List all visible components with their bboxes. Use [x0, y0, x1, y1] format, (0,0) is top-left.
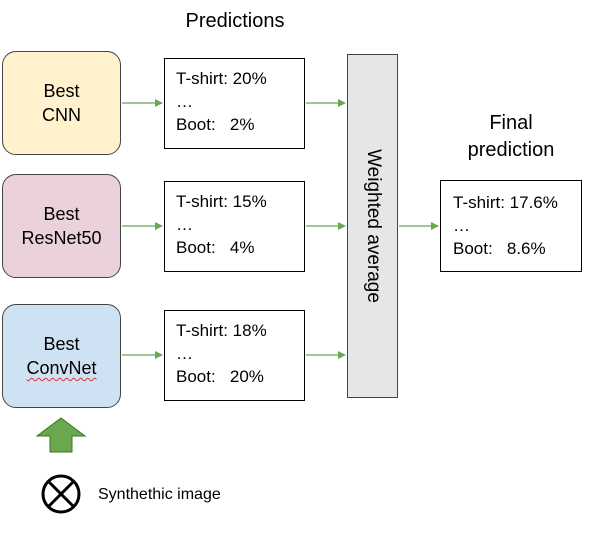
prediction-row-tshirt: T-shirt: 20%	[176, 69, 267, 88]
prediction-ellipsis: …	[176, 92, 193, 111]
prediction-row-tshirt: T-shirt: 18%	[176, 321, 267, 340]
final-title-line1: Final	[489, 112, 533, 134]
final-row-tshirt: T-shirt: 17.6%	[453, 193, 558, 212]
model-label-line1: Best	[43, 81, 80, 101]
prediction-ellipsis: …	[176, 344, 193, 363]
prediction-box-cnn: T-shirt: 20% … Boot: 2%	[164, 58, 305, 149]
input-arrow-up	[35, 417, 87, 453]
prediction-box-resnet50: T-shirt: 15% … Boot: 4%	[164, 181, 305, 272]
prediction-row-tshirt: T-shirt: 15%	[176, 192, 267, 211]
model-label-line2: ResNet50	[21, 228, 102, 248]
prediction-row-boot: Boot: 2%	[176, 115, 255, 134]
final-prediction-box: T-shirt: 17.6% … Boot: 8.6%	[440, 180, 582, 272]
model-label-line1: Best	[43, 204, 80, 224]
prediction-row-boot: Boot: 20%	[176, 367, 264, 386]
synthetic-image-label: Synthethic image	[98, 486, 221, 503]
predictions-title: Predictions	[185, 10, 285, 32]
model-label-line2: CNN	[42, 105, 81, 125]
final-prediction-title: Final prediction	[448, 110, 574, 164]
prediction-box-convnet: T-shirt: 18% … Boot: 20%	[164, 310, 305, 401]
model-best-convnet: Best ConvNet	[2, 304, 121, 408]
synthetic-image-icon	[41, 474, 81, 514]
prediction-row-boot: Boot: 4%	[176, 238, 255, 257]
model-label-line2: ConvNet	[26, 358, 97, 378]
final-ellipsis: …	[453, 216, 470, 235]
model-best-resnet50: Best ResNet50	[2, 174, 121, 278]
prediction-ellipsis: …	[176, 215, 193, 234]
final-title-line2: prediction	[467, 139, 555, 161]
weighted-average-block: Weighted average	[347, 54, 398, 398]
model-label-line1: Best	[43, 334, 80, 354]
model-best-cnn: Best CNN	[2, 51, 121, 155]
final-row-boot: Boot: 8.6%	[453, 239, 546, 258]
